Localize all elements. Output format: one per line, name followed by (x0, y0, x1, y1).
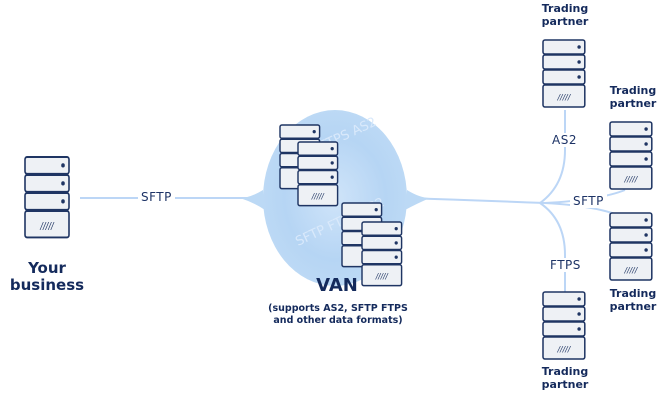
partner-label-line1: Trading (609, 84, 657, 97)
van-server-group: ///// ///// (279, 124, 403, 287)
your-business-server-icon: ///// (24, 156, 70, 239)
server-face-text: ///// (557, 345, 572, 354)
trading-partner-label-right-upper: Trading partner (598, 84, 668, 110)
server-face-text: ///// (557, 93, 572, 102)
protocol-label-sftp-partner: SFTP (570, 194, 607, 208)
partner-label-line1: Trading (541, 2, 589, 15)
van-note-line2: and other data formats) (273, 314, 403, 326)
server-face-text: ///// (311, 192, 326, 201)
partner-label-line2: partner (609, 96, 657, 110)
van-note: (supports AS2, SFTP FTPS and other data … (253, 303, 423, 327)
server-face-text: ///// (39, 221, 54, 232)
server-face-text: ///// (375, 272, 390, 281)
server-face-text: ///// (624, 266, 639, 275)
your-business-label: Your business (2, 259, 92, 295)
partner-label-line1: Trading (541, 365, 589, 378)
trading-partner-label-right-lower: Trading partner (598, 287, 668, 313)
partner-right-lower-server-icon: ///// (609, 212, 653, 281)
your-business-line2: business (9, 276, 85, 295)
van-server-icon-2: ///// (297, 141, 339, 207)
partner-label-line2: partner (541, 14, 589, 28)
your-business-line1: Your (28, 259, 66, 277)
line-hub-to-partner-top (539, 110, 566, 204)
van-title: VAN (316, 275, 358, 296)
trading-partner-label-bottom: Trading partner (530, 365, 600, 391)
protocol-label-as2: AS2 (549, 133, 580, 147)
partner-bottom-server-icon: ///// (542, 291, 586, 360)
line-hub-to-partner-bottom (539, 202, 566, 295)
partner-label-line2: partner (541, 377, 589, 391)
trading-partner-label-top: Trading partner (530, 2, 600, 28)
partner-right-upper-server-icon: ///// (609, 121, 653, 190)
partner-top-server-icon: ///// (542, 39, 586, 108)
van-server-icon-4: ///// (361, 221, 403, 287)
protocol-label-ftps: FTPS (547, 258, 584, 272)
partner-label-line1: Trading (609, 287, 657, 300)
protocol-label-sftp-business: SFTP (138, 190, 175, 204)
van-note-line1: (supports AS2, SFTP FTPS (268, 303, 408, 314)
partner-label-line2: partner (609, 299, 657, 313)
server-face-text: ///// (624, 175, 639, 184)
